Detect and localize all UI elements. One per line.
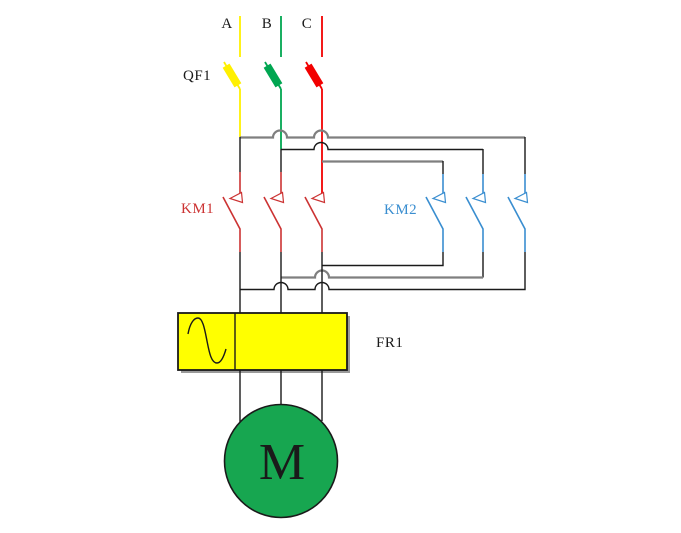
phase-lines — [239, 16, 323, 57]
breaker-label: QF1 — [183, 68, 211, 84]
relay-label: FR1 — [376, 335, 403, 351]
bus-top-phase-a — [240, 129, 525, 139]
km1-label: KM1 — [181, 201, 214, 217]
km1-pole-3 no-contact-icon — [304, 191, 326, 252]
km2-label: KM2 — [384, 202, 417, 218]
bus-top-phase-b — [281, 141, 483, 151]
motor-label: M — [259, 434, 305, 491]
phase-labels: A B C — [221, 16, 313, 32]
motor: M — [223, 403, 339, 519]
contactor-km2: KM2 — [384, 174, 529, 252]
km1-pole-1 no-contact-icon — [222, 172, 244, 252]
bus-bottom-km2-2 — [281, 269, 483, 279]
thermal-relay-fr1: FR1 — [177, 312, 403, 373]
km2-pole-2 no-contact-icon — [465, 174, 487, 252]
bus-bottom-km2-1 — [322, 252, 444, 267]
sine-wave-icon — [187, 317, 227, 364]
km2-pole-1 no-contact-icon — [425, 174, 447, 252]
motor-feed-wires — [239, 370, 323, 422]
relay-feed-wires — [239, 252, 323, 313]
top-branch-buses — [239, 129, 526, 174]
phase-c-label: C — [302, 16, 313, 32]
km1-pole-2 no-contact-icon — [263, 172, 285, 252]
breaker-pole-a breaker-blade-icon — [222, 61, 242, 137]
relay-body — [177, 312, 348, 371]
bottom-branch-buses — [240, 252, 526, 291]
bus-bottom-km2-3 — [240, 252, 526, 291]
km2-pole-3 no-contact-icon — [507, 174, 529, 252]
phase-a-label: A — [221, 16, 232, 32]
breaker-pole-b breaker-blade-icon — [263, 61, 283, 149]
phase-b-label: B — [262, 16, 273, 32]
motor-body — [223, 403, 339, 519]
breaker-pole-c breaker-blade-icon — [304, 61, 324, 193]
contactor-km1: KM1 — [181, 172, 326, 252]
breaker-qf1: QF1 — [183, 61, 324, 193]
